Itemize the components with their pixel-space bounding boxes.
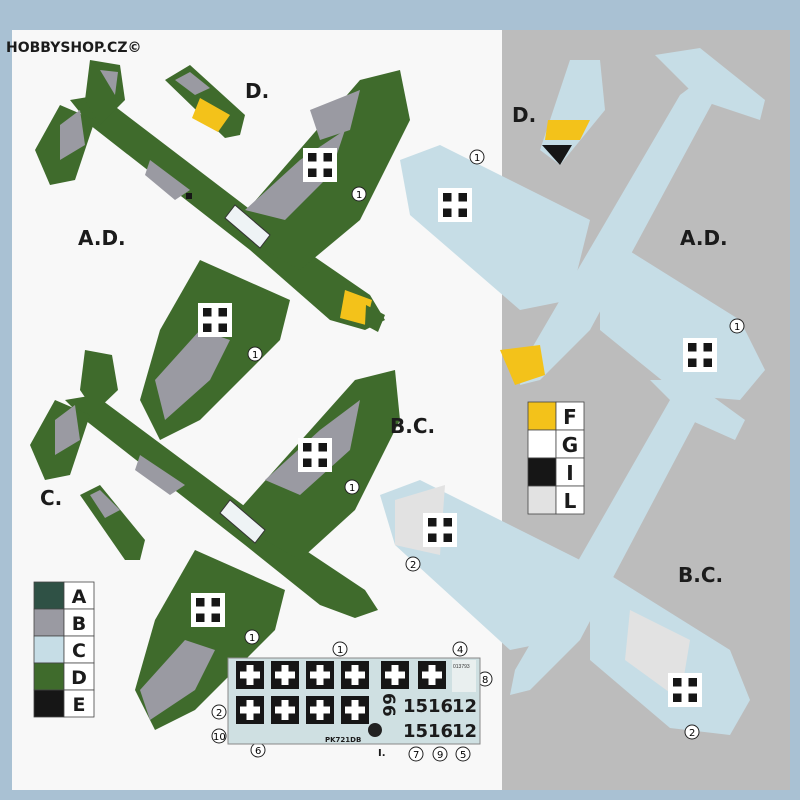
svg-text:1: 1 [474,153,480,164]
cowling-detail-left-c [80,485,145,560]
label-bc-right: B.C. [678,563,723,587]
aircraft-left-bottom [30,350,400,730]
svg-text:1: 1 [337,645,343,656]
legend-swatch-c [33,635,65,664]
svg-text:2: 2 [689,728,695,739]
legend-letter-b: B [72,613,86,635]
legend-swatch-a [33,581,65,610]
legend-letter-box-g [555,429,585,459]
legend-letter-box-b [63,608,95,637]
callout-1-g: 1 [332,641,348,657]
watermark: HOBBYSHOP.CZ© [6,40,141,56]
callout-1-b: 1 [247,346,263,362]
svg-text:6: 6 [255,746,261,757]
aircraft-right-top [400,48,765,400]
legend-letter-f: F [563,405,577,429]
legend-swatch-g [527,429,557,459]
legend-letter-l: L [564,489,577,513]
legend-swatch-d [33,662,65,691]
legend-letter-box-e [63,689,95,718]
callout-1-c: 1 [344,479,360,495]
callout-4: 4 [452,641,468,657]
svg-text:1: 1 [734,322,740,333]
svg-text:4: 4 [457,645,463,656]
legend-letter-box-a [63,581,95,610]
decal-16: 16 [428,696,453,717]
svg-text:5: 5 [460,750,466,761]
svg-text:9: 9 [437,750,443,761]
svg-text:1: 1 [349,483,355,494]
decal-12b: 12 [452,721,477,742]
cowling-detail-right-d [540,60,605,165]
callout-7: 7 [408,746,424,762]
svg-text:1: 1 [252,350,258,361]
legend-swatch-i [527,457,557,487]
callout-6: 6 [250,742,266,758]
callout-1-f: 1 [729,318,745,334]
decal-stencil: 013793 [453,664,470,670]
label-d-left: D. [245,79,269,103]
aircraft-right-bottom [380,380,750,735]
callout-1-d: 1 [244,629,260,645]
decal-15b: 15 [403,721,428,742]
aircraft-left-top [35,60,410,440]
svg-text:1: 1 [356,190,362,201]
callouts: 1 1 1 1 1 1 1 2 2 2 4 8 10 6 7 9 5 [211,149,745,762]
legend-letter-d: D [71,667,87,689]
legend-letter-c: C [72,640,86,662]
legend-letter-e: E [73,694,86,716]
callout-2-c: 2 [211,704,227,720]
legend-letter-a: A [72,586,87,608]
svg-text:7: 7 [413,750,419,761]
svg-text:10: 10 [213,732,226,743]
legend-letter-i: I [566,461,573,485]
cowling-detail-left-d [165,65,245,138]
label-ad-right: A.D. [680,226,728,250]
decal-66: 66 [378,693,398,717]
legend-letter-box-c [63,635,95,664]
label-d-right: D. [512,103,536,127]
label-bc-left: B.C. [390,414,435,438]
legend-letter-g: G [562,433,578,457]
decal-15: 15 [403,696,428,717]
callout-8: 8 [477,671,493,687]
decal-roman: I. [378,748,386,759]
callout-2-a: 2 [405,556,421,572]
decal-12: 12 [452,696,477,717]
svg-text:1: 1 [249,633,255,644]
decal-code: PK721DB [325,736,361,744]
svg-text:2: 2 [216,708,222,719]
legend-swatch-b [33,608,65,637]
legend-swatch-e [33,689,65,718]
callout-1-e: 1 [469,149,485,165]
svg-text:2: 2 [410,560,416,571]
callout-9: 9 [432,746,448,762]
label-ad-left: A.D. [78,226,126,250]
callout-2-b: 2 [684,724,700,740]
svg-text:8: 8 [482,675,488,686]
label-c-left: C. [40,486,62,510]
decal-sheet: 013793 66 15 16 12 15 16 12 PK721DB I. [227,657,481,759]
legend-letter-box-l [555,485,585,515]
callout-5: 5 [455,746,471,762]
callout-10: 10 [211,728,227,744]
legend-swatch-l [527,485,557,515]
legend-swatch-f [527,401,557,431]
callout-1-a: 1 [351,186,367,202]
decal-16b: 16 [428,721,453,742]
